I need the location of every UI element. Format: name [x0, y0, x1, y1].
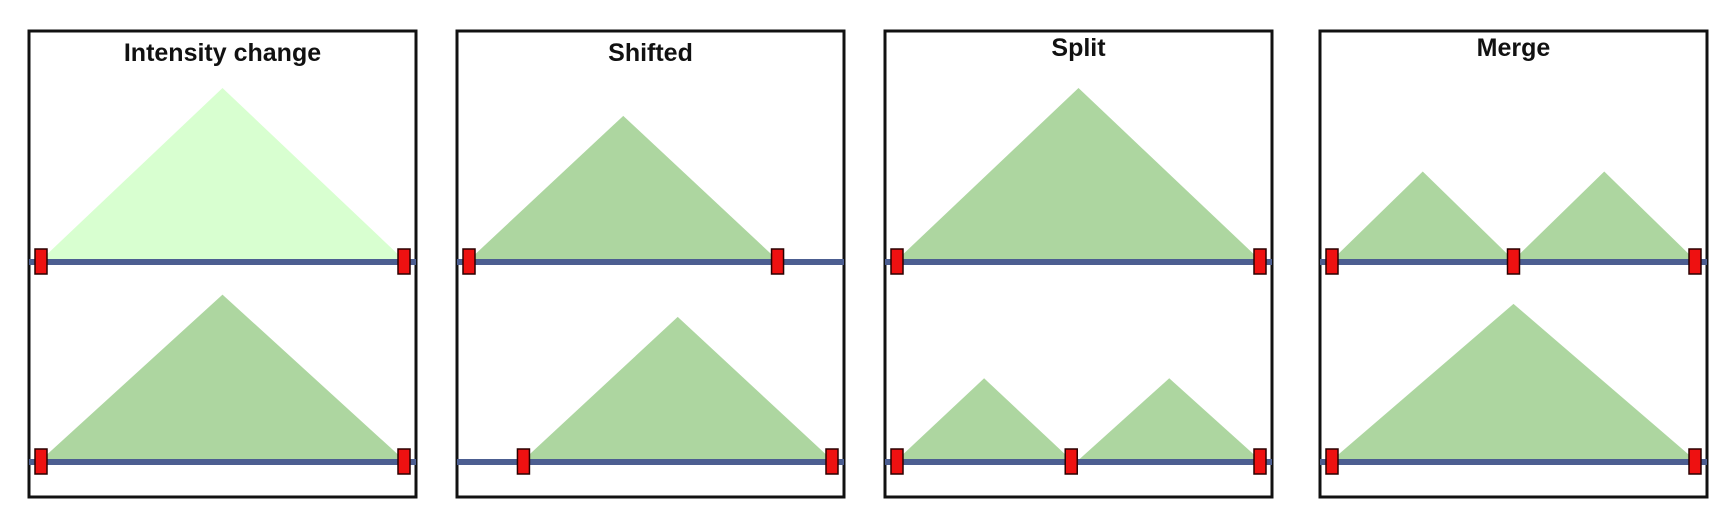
peak-triangle — [1332, 171, 1514, 260]
panel-4: Merge — [1318, 29, 1709, 499]
signal-row-bottom — [457, 316, 844, 475]
peak-triangle — [41, 88, 404, 260]
boundary-marker — [890, 248, 904, 275]
boundary-marker — [397, 448, 411, 475]
boundary-marker — [1688, 248, 1702, 275]
boundary-marker — [1253, 448, 1267, 475]
boundary-marker — [34, 248, 48, 275]
panel-title: Intensity change — [124, 39, 321, 67]
panels-layer: Intensity change Shifted Split Merge — [27, 29, 1709, 499]
panel-title: Merge — [1477, 34, 1551, 62]
boundary-marker — [462, 248, 476, 275]
signal-row-top — [1320, 171, 1707, 275]
panel-3: Split — [883, 29, 1274, 499]
peak-triangle — [469, 115, 778, 260]
peak-triangle — [1078, 378, 1260, 460]
boundary-marker — [825, 448, 839, 475]
boundary-marker — [397, 248, 411, 275]
boundary-marker — [1325, 248, 1339, 275]
peak-triangle — [523, 316, 832, 460]
signal-row-bottom — [1320, 303, 1707, 475]
boundary-marker — [890, 448, 904, 475]
panel-title: Split — [1051, 34, 1106, 62]
signal-row-top — [885, 88, 1272, 275]
signal-row-bottom — [885, 378, 1272, 475]
boundary-marker — [1253, 248, 1267, 275]
signal-row-top — [457, 115, 844, 275]
boundary-marker — [1064, 448, 1078, 475]
signal-row-bottom — [29, 294, 416, 475]
peak-triangle — [41, 294, 404, 460]
panel-1: Intensity change — [27, 29, 418, 499]
boundary-marker — [1325, 448, 1339, 475]
boundary-marker — [770, 248, 785, 275]
boundary-marker — [516, 448, 531, 475]
peak-triangle — [1332, 303, 1695, 460]
boundary-marker — [1688, 448, 1702, 475]
peak-triangle — [1513, 171, 1695, 260]
peak-triangle — [897, 378, 1072, 460]
panel-title: Shifted — [608, 39, 693, 67]
signal-row-top — [29, 88, 416, 275]
panel-2: Shifted — [455, 29, 846, 499]
boundary-marker — [1506, 248, 1521, 275]
boundary-marker — [34, 448, 48, 475]
peak-triangle — [897, 88, 1260, 260]
